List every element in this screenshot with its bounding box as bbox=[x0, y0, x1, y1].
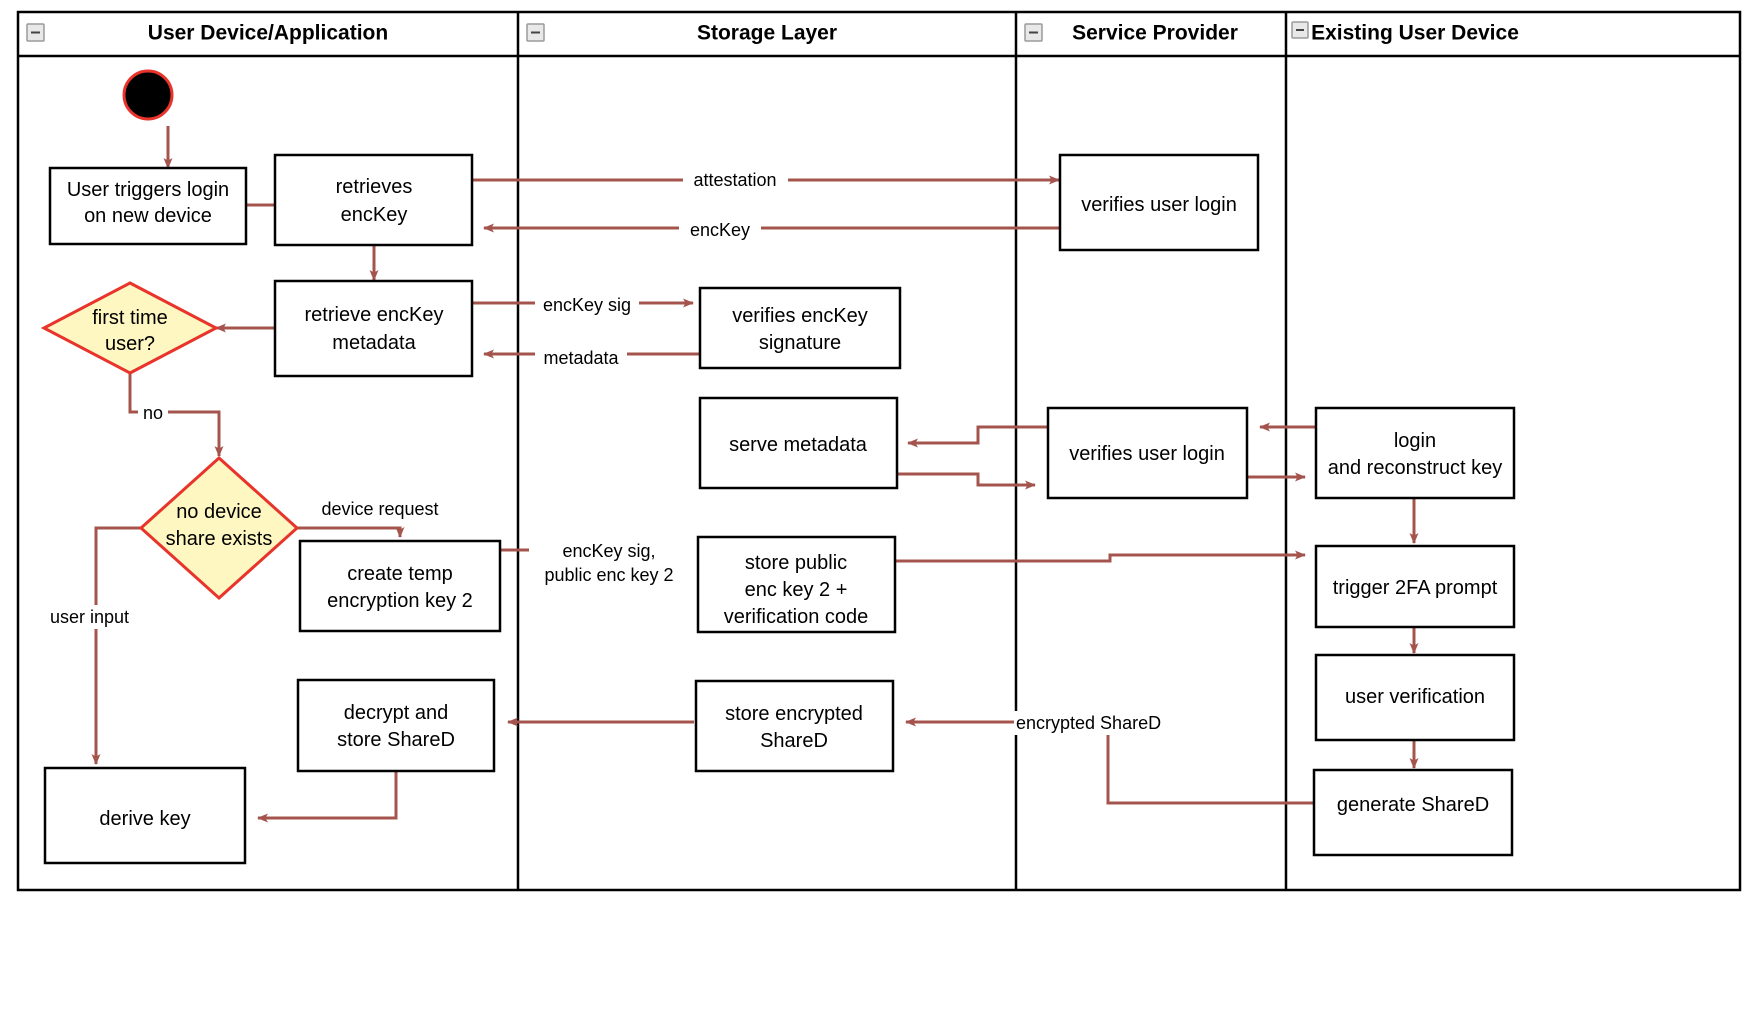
svg-text:device request: device request bbox=[321, 499, 438, 519]
edge-user-input bbox=[91, 526, 141, 765]
edge-encrypted-shared bbox=[905, 717, 1313, 805]
node-login-and-reconstruct-key[interactable]: login and reconstruct key bbox=[1314, 406, 1516, 500]
lane-header-existing-device[interactable]: Existing User Device bbox=[1291, 21, 1519, 45]
node-label-line: enc key 2 + bbox=[745, 579, 848, 601]
lane-label-storage: Storage Layer bbox=[697, 22, 837, 45]
edge-verify-to-serve-metadata bbox=[907, 425, 1047, 448]
edge-decrypt-to-derive bbox=[257, 771, 398, 823]
node-label-line: and reconstruct key bbox=[1328, 457, 1503, 479]
node-label-line: encKey bbox=[341, 204, 408, 226]
node-label-line: User triggers login bbox=[67, 179, 229, 201]
node-trigger-2fa-prompt[interactable]: trigger 2FA prompt bbox=[1314, 544, 1516, 629]
node-no-device-share-exists[interactable]: no device share exists bbox=[138, 455, 300, 601]
node-label-line: serve metadata bbox=[729, 434, 868, 456]
node-label-line: share exists bbox=[166, 528, 273, 550]
lane-label-service-provider: Service Provider bbox=[1072, 22, 1238, 45]
node-user-triggers-login[interactable]: User triggers login on new device bbox=[48, 166, 248, 246]
lane-label-user-device: User Device/Application bbox=[148, 22, 388, 45]
edge-label-enckey: encKey bbox=[679, 218, 761, 242]
svg-text:encKey: encKey bbox=[690, 220, 750, 240]
node-label-line: metadata bbox=[332, 332, 416, 354]
node-decrypt-and-store-shared[interactable]: decrypt and store ShareD bbox=[296, 678, 496, 773]
svg-text:encrypted ShareD: encrypted ShareD bbox=[1016, 713, 1161, 733]
node-label-line: user verification bbox=[1345, 686, 1485, 708]
node-label-line: store ShareD bbox=[337, 729, 455, 751]
edge-label-device-request: device request bbox=[313, 497, 447, 521]
edge-label-attestation: attestation bbox=[683, 168, 788, 192]
edges bbox=[91, 126, 1419, 823]
node-label-line: store encrypted bbox=[725, 703, 863, 725]
svg-text:encKey sig,: encKey sig, bbox=[562, 541, 655, 561]
node-verifies-enckey-signature[interactable]: verifies encKey signature bbox=[698, 286, 902, 370]
svg-text:public enc key 2: public enc key 2 bbox=[544, 565, 673, 585]
node-label-line: user? bbox=[105, 333, 155, 355]
collapse-minus-icon[interactable] bbox=[526, 23, 545, 42]
node-first-time-user[interactable]: first time user? bbox=[40, 281, 220, 375]
svg-text:metadata: metadata bbox=[543, 348, 619, 368]
node-retrieve-enckey-metadata[interactable]: retrieve encKey metadata bbox=[273, 279, 474, 378]
node-label-line: ShareD bbox=[760, 730, 828, 752]
node-label-line: login bbox=[1394, 430, 1436, 452]
node-label-line: retrieve encKey bbox=[305, 304, 444, 326]
node-label-line: no device bbox=[176, 501, 262, 523]
node-derive-key[interactable]: derive key bbox=[43, 766, 247, 865]
edge-no-branch bbox=[128, 372, 224, 457]
node-label-line: store public bbox=[745, 552, 847, 574]
node-label-line: trigger 2FA prompt bbox=[1333, 577, 1498, 599]
edge-label-user-input: user input bbox=[48, 605, 144, 629]
node-create-temp-encryption-key-2[interactable]: create temp encryption key 2 bbox=[298, 539, 502, 633]
swimlane-frame bbox=[16, 10, 1742, 892]
node-label-line: verifies user login bbox=[1081, 194, 1237, 216]
node-label-line: retrieves bbox=[336, 176, 413, 198]
collapse-minus-icon[interactable] bbox=[1024, 23, 1043, 42]
node-label-line: verification code bbox=[724, 606, 869, 628]
edge-label-metadata: metadata bbox=[535, 346, 627, 370]
svg-text:encKey sig: encKey sig bbox=[543, 295, 631, 315]
node-start[interactable] bbox=[122, 69, 174, 121]
svg-text:no: no bbox=[143, 403, 163, 423]
node-store-encrypted-shared[interactable]: store encrypted ShareD bbox=[694, 679, 895, 773]
node-store-public-enc-key-2[interactable]: store public enc key 2 + verification co… bbox=[696, 535, 897, 634]
node-label-line: decrypt and bbox=[344, 702, 449, 724]
lane-header-user-device[interactable]: User Device/Application bbox=[26, 22, 388, 45]
edge-store-public-to-2fa bbox=[895, 550, 1306, 563]
lane-label-existing-device: Existing User Device bbox=[1311, 22, 1519, 45]
collapse-minus-icon[interactable] bbox=[1291, 21, 1309, 39]
node-label-line: encryption key 2 bbox=[327, 590, 473, 612]
node-label-line: signature bbox=[759, 332, 841, 354]
edge-device-request bbox=[297, 526, 405, 538]
collapse-minus-icon[interactable] bbox=[26, 23, 45, 42]
node-generate-shared[interactable]: generate ShareD bbox=[1312, 768, 1514, 857]
edge-label-encrypted-shared: encrypted ShareD bbox=[1014, 711, 1174, 735]
node-verifies-user-login-2[interactable]: verifies user login bbox=[1046, 406, 1249, 500]
lane-header-service-provider[interactable]: Service Provider bbox=[1024, 22, 1238, 45]
node-serve-metadata[interactable]: serve metadata bbox=[698, 396, 899, 490]
svg-text:attestation: attestation bbox=[693, 170, 776, 190]
node-label-line: derive key bbox=[99, 808, 190, 830]
svg-text:user input: user input bbox=[50, 607, 129, 627]
edge-label-enckey-sig-public-enc-key-2: encKey sig, public enc key 2 bbox=[529, 539, 689, 587]
node-label-line: create temp bbox=[347, 563, 453, 585]
node-label-line: generate ShareD bbox=[1337, 794, 1489, 816]
edge-serve-metadata-to-verify bbox=[897, 472, 1036, 490]
edge-label-no: no bbox=[138, 401, 168, 425]
node-user-verification[interactable]: user verification bbox=[1314, 653, 1516, 742]
edge-label-enckey-sig: encKey sig bbox=[535, 293, 639, 317]
node-retrieves-enckey[interactable]: retrieves encKey bbox=[273, 153, 474, 247]
node-verifies-user-login-1[interactable]: verifies user login bbox=[1058, 153, 1260, 252]
node-label-line: verifies user login bbox=[1069, 443, 1225, 465]
node-label-line: on new device bbox=[84, 205, 212, 227]
node-label-line: first time bbox=[92, 307, 168, 329]
node-label-line: verifies encKey bbox=[732, 305, 868, 327]
lane-header-storage[interactable]: Storage Layer bbox=[526, 22, 837, 45]
edge-labels: attestation encKey encKey sig metadata n… bbox=[48, 168, 1174, 735]
